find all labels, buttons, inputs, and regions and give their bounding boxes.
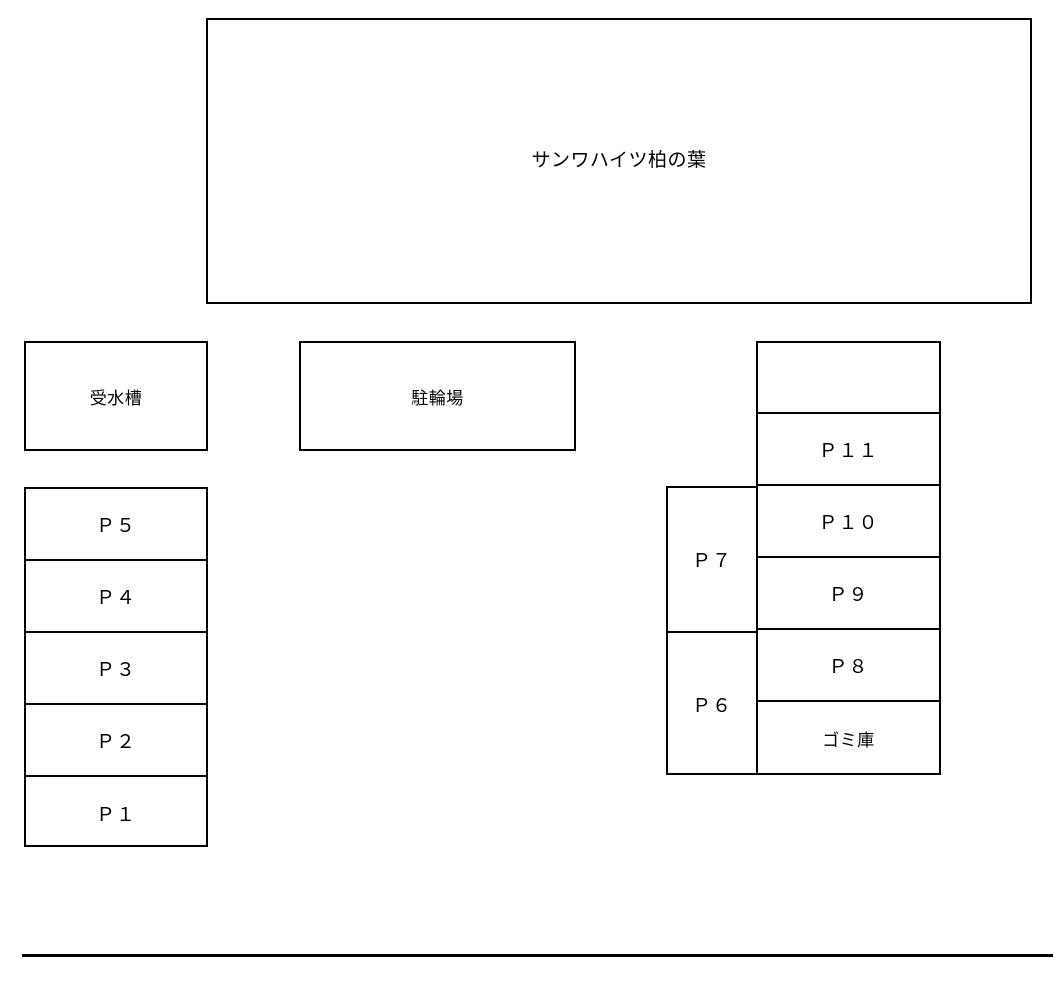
parking-space-label: Ｐ７ (691, 550, 732, 572)
parking-space-p3: Ｐ３ (26, 633, 206, 705)
building-block: サンワハイツ柏の葉 (206, 18, 1032, 304)
bottom-divider (22, 954, 1053, 957)
parking-space-label: Ｐ１０ (818, 512, 879, 534)
parking-space-label: Ｐ５ (95, 515, 136, 537)
parking-space-p10: Ｐ１０ (758, 486, 939, 558)
bicycle-parking-block: 駐輪場 (299, 341, 576, 451)
parking-space-p2: Ｐ２ (26, 705, 206, 777)
parking-space-p11: Ｐ１１ (758, 414, 939, 486)
parking-space-p1: Ｐ１ (26, 777, 206, 849)
parking-space-label: Ｐ６ (691, 696, 732, 718)
parking-space-label: Ｐ１ (95, 804, 136, 826)
water-tank-label: 受水槽 (89, 388, 143, 408)
parking-space-label: Ｐ２ (95, 731, 136, 753)
parking-space-p6: Ｐ６ (668, 633, 756, 778)
parking-column-left: Ｐ７ Ｐ６ (666, 486, 758, 775)
parking-cluster-right: Ｐ７ Ｐ６ Ｐ１１ Ｐ１０ Ｐ９ Ｐ８ ゴミ庫 (666, 341, 941, 775)
parking-space-label: Ｐ４ (95, 587, 136, 609)
parking-space-label: Ｐ８ (828, 656, 869, 678)
parking-space-p9: Ｐ９ (758, 558, 939, 630)
parking-space-p4: Ｐ４ (26, 561, 206, 633)
parking-column-right: Ｐ１１ Ｐ１０ Ｐ９ Ｐ８ ゴミ庫 (756, 341, 941, 775)
parking-space-label: Ｐ１１ (818, 440, 879, 462)
building-name-label: サンワハイツ柏の葉 (531, 149, 707, 171)
unlabeled-cell (758, 343, 939, 414)
parking-stack-left: Ｐ５ Ｐ４ Ｐ３ Ｐ２ Ｐ１ (24, 487, 208, 847)
bicycle-parking-label: 駐輪場 (411, 388, 464, 408)
water-tank-block: 受水槽 (24, 341, 208, 451)
trash-storage-block: ゴミ庫 (758, 702, 939, 775)
parking-space-p7: Ｐ７ (668, 488, 756, 633)
parking-space-p8: Ｐ８ (758, 630, 939, 702)
parking-space-label: Ｐ９ (828, 584, 869, 606)
parking-space-label: Ｐ３ (95, 659, 136, 681)
trash-storage-label: ゴミ庫 (822, 731, 875, 750)
parking-space-p5: Ｐ５ (26, 489, 206, 561)
